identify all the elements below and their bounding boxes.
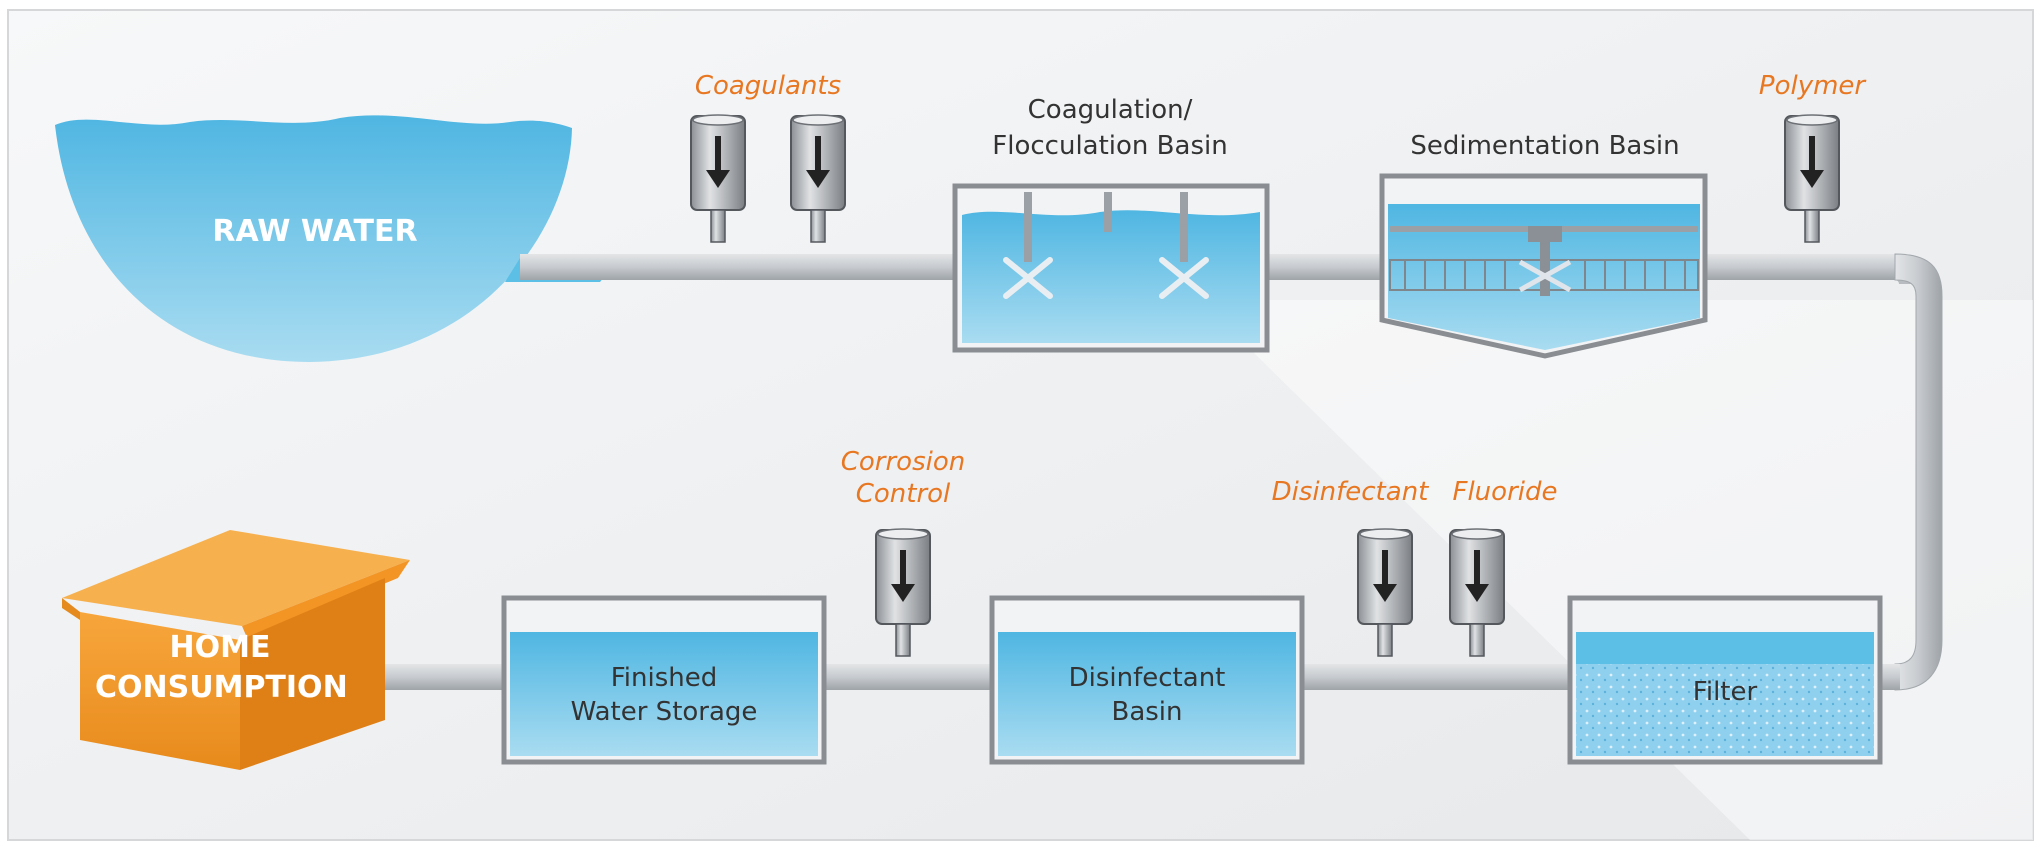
sedimentation-label: Sedimentation Basin — [1410, 131, 1680, 161]
finished-water-label-line2: Water Storage — [570, 697, 758, 727]
disinfectant-basin — [989, 595, 1305, 765]
sedimentation-basin — [1379, 173, 1708, 359]
filter-label: Filter — [1692, 677, 1758, 707]
house-icon — [62, 530, 410, 770]
polymer-label: Polymer — [1758, 71, 1866, 101]
finished-water-storage — [501, 595, 827, 765]
corrosion-control-label-line1: Corrosion — [840, 447, 966, 477]
raw-water-label: RAW WATER — [212, 214, 418, 249]
filter-basin — [1567, 595, 1883, 765]
home-label-line1: HOME — [169, 630, 271, 665]
mixer-icon — [1159, 257, 1209, 299]
coagulation-label-line2: Flocculation Basin — [992, 131, 1228, 161]
disinfectant-basin-label-line2: Basin — [1111, 697, 1183, 727]
home-label-line2: CONSUMPTION — [95, 670, 348, 705]
fluoride-label: Fluoride — [1452, 477, 1558, 507]
finished-water-label-line1: Finished — [610, 663, 718, 693]
corrosion-control-label-line2: Control — [855, 479, 951, 509]
disinfectant-basin-label-line1: Disinfectant — [1068, 663, 1226, 693]
mixer-icon — [1003, 257, 1053, 299]
pipes — [367, 253, 1943, 691]
coagulation-basin — [952, 183, 1270, 353]
disinfectant-chemical-label: Disinfectant — [1271, 477, 1429, 507]
coagulation-label-line1: Coagulation/ — [1027, 95, 1193, 125]
coagulants-label: Coagulants — [694, 71, 842, 101]
